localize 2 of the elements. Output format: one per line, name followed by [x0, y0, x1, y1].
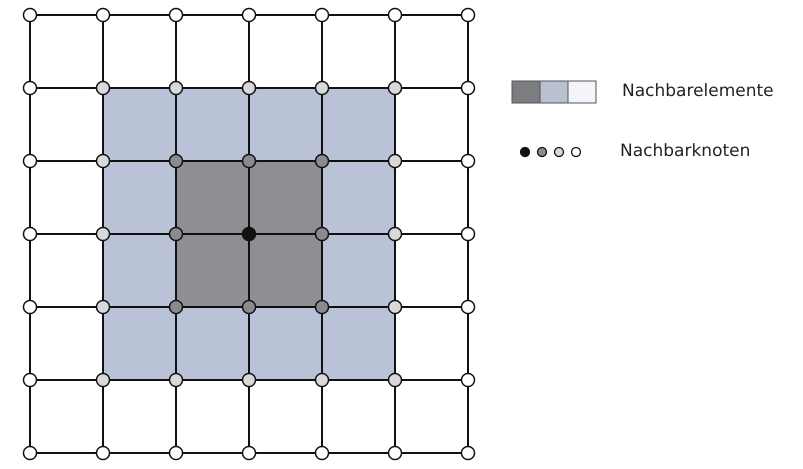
legend-label: Nachbarknoten: [620, 141, 750, 161]
legend-label: Nachbarelemente: [622, 81, 774, 101]
